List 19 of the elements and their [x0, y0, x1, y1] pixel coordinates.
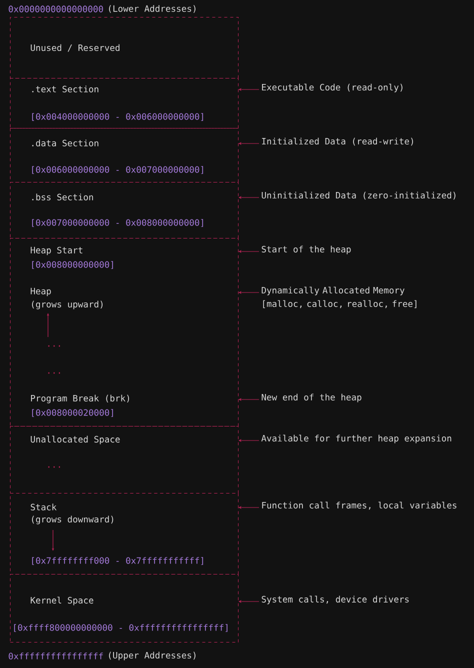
memory-section: Kernel Space [0xffff800000000000 - 0xffffffffffffffff] — [10, 574, 238, 642]
annotation-text: Function call frames, local variables — [262, 502, 456, 510]
memory-section: .text Section [0x004000000000 - 0x006000000000] — [10, 78, 238, 128]
memory-section: Unused / Reserved — [10, 17, 238, 78]
annotation-text: Start of the heap — [262, 246, 351, 254]
address-label: 0xffffffffffffffff — [8, 652, 103, 660]
annotation-text: Initialized Data (read-write) — [262, 138, 413, 146]
annotation-text: New end of the heap — [262, 394, 362, 402]
annotation-text: System calls, device drivers — [262, 596, 409, 604]
memory-section: .data Section [0x006000000000 - 0x007000000000] — [10, 128, 238, 182]
memory-section: Heap Start [0x008000000000] Heap (grows upward) ... ... Program Break (brk) [0x008000020000] — [10, 238, 238, 426]
annotation-text: Uninitialized Data (zero-initialized) — [262, 192, 456, 200]
memory-section: .bss Section [0x007000000000 - 0x008000000000] — [10, 182, 238, 238]
memory-section: Unallocated Space ... — [10, 426, 238, 494]
address-label: (Upper Addresses) — [109, 652, 196, 660]
memory-section: Stack (grows downward) [0x7ffffffff000 - 0x7fffffffffff] — [10, 493, 238, 574]
annotation-text: Available for further heap expansion — [261, 434, 452, 444]
annotation-text: Executable Code (read-only) — [262, 84, 402, 92]
annotation-text: Dynamically Allocated Memory [malloc, calloc, realloc, free] — [262, 286, 416, 308]
